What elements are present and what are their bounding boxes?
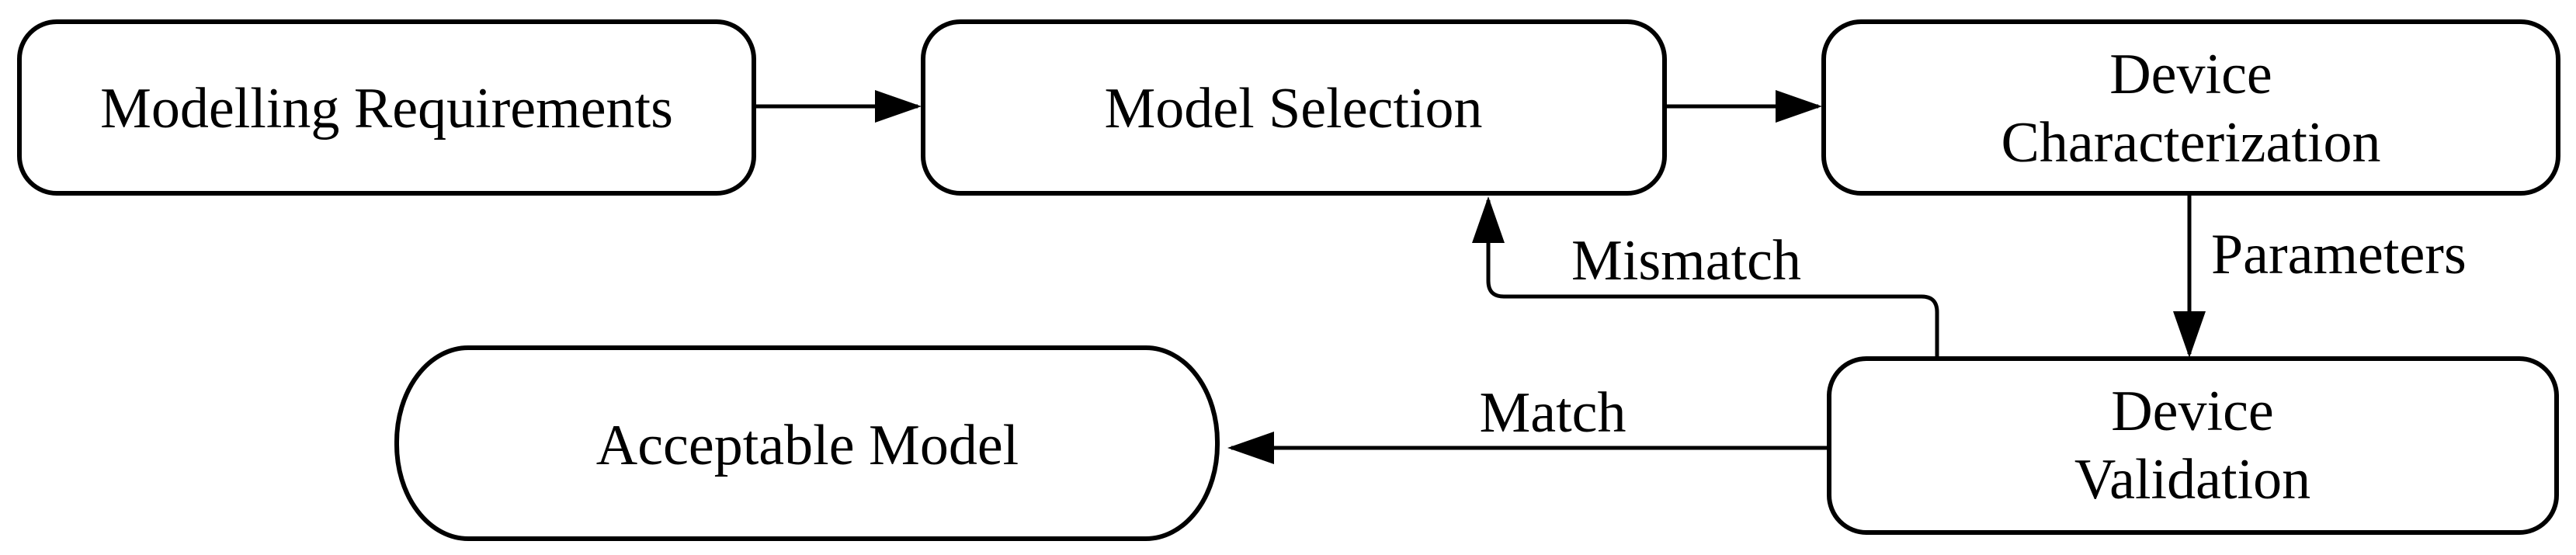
edge-match: Match	[1227, 381, 1829, 464]
nodes-layer: Modelling Requirements Model Selection D…	[17, 19, 2560, 541]
node-device-validation-box	[1827, 356, 2559, 535]
node-device-validation-label-line1: Device	[2111, 380, 2274, 443]
node-modelling-requirements: Modelling Requirements	[17, 19, 756, 196]
edge-arrow-up-mismatch	[1472, 196, 1939, 358]
node-device-characterization-box	[1821, 19, 2560, 196]
node-device-characterization: Device Characterization	[1821, 19, 2560, 196]
edge-parameters: Parameters	[2173, 195, 2467, 358]
node-device-characterization-label-line2: Characterization	[2001, 111, 2381, 175]
node-model-selection-box	[921, 19, 1667, 196]
edge-label-parameters: Parameters	[2211, 223, 2467, 286]
node-modelling-requirements-label: Modelling Requirements	[100, 77, 673, 140]
node-device-validation-label-line2: Validation	[2074, 448, 2310, 512]
node-device-validation: Device Validation	[1827, 356, 2559, 535]
edges-layer: Parameters Mismatch Match	[755, 90, 2467, 464]
node-modelling-requirements-box	[17, 19, 756, 196]
node-device-characterization-label-line1: Device	[2109, 43, 2272, 106]
edge-mismatch: Mismatch	[1472, 196, 1939, 358]
node-model-selection: Model Selection	[921, 19, 1667, 196]
edge-label-match: Match	[1479, 381, 1626, 445]
node-acceptable-model-box	[394, 345, 1220, 541]
node-model-selection-label: Model Selection	[1104, 77, 1482, 140]
node-acceptable-model: Acceptable Model	[394, 345, 1220, 541]
node-acceptable-model-label: Acceptable Model	[596, 414, 1019, 477]
edge-label-mismatch: Mismatch	[1571, 229, 1801, 293]
